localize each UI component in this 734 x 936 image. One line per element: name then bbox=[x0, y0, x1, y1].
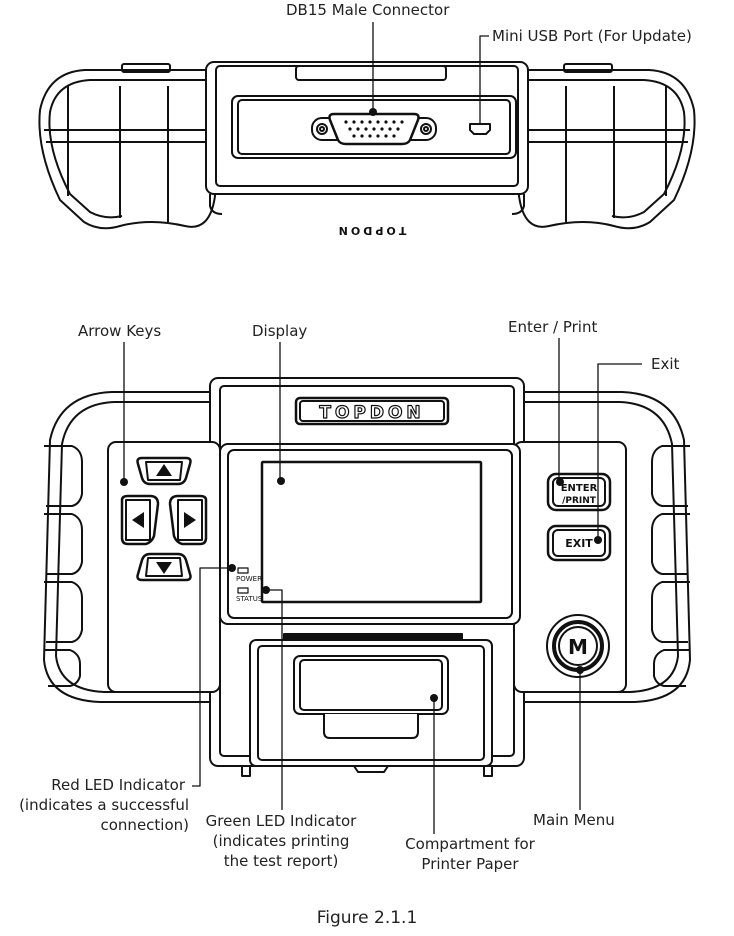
printer-paper-compartment[interactable] bbox=[241, 633, 493, 777]
arrow-keys[interactable] bbox=[120, 456, 208, 582]
arrow-up-icon bbox=[156, 464, 172, 476]
label-green-led-line3: the test report) bbox=[223, 852, 339, 870]
device-top-view: TOPDON bbox=[38, 61, 696, 237]
status-led bbox=[237, 587, 249, 594]
power-led-label: POWER bbox=[236, 575, 262, 583]
arrow-right-icon bbox=[184, 512, 196, 528]
leader-lines bbox=[123, 22, 642, 834]
enter-key-label-line1: ENTER bbox=[561, 483, 598, 494]
arrow-left-icon bbox=[132, 512, 144, 528]
enter-key-label-line2: /PRINT bbox=[562, 496, 597, 506]
label-enter-print: Enter / Print bbox=[508, 318, 598, 336]
label-display: Display bbox=[252, 322, 308, 340]
arrow-left-key[interactable] bbox=[120, 494, 160, 546]
exit-button[interactable]: EXIT bbox=[546, 524, 612, 562]
label-main-menu: Main Menu bbox=[533, 811, 615, 829]
arrow-down-icon bbox=[156, 562, 172, 574]
arrow-right-key[interactable] bbox=[168, 494, 208, 546]
mini-usb-port bbox=[469, 123, 491, 135]
figure-caption: Figure 2.1.1 bbox=[316, 908, 418, 928]
label-db15-connector: DB15 Male Connector bbox=[286, 1, 450, 19]
power-led bbox=[237, 567, 249, 574]
label-green-led-line1: Green LED Indicator bbox=[205, 812, 357, 830]
leader-dots bbox=[120, 108, 602, 702]
arrow-up-key[interactable] bbox=[136, 456, 192, 486]
label-red-led-line1: Red LED Indicator bbox=[51, 776, 185, 794]
main-menu-key-label: M bbox=[568, 635, 588, 659]
exit-key-label: EXIT bbox=[565, 537, 593, 550]
label-red-led-line3: connection) bbox=[100, 816, 190, 834]
status-led-label: STATUS bbox=[236, 595, 263, 603]
label-exit: Exit bbox=[651, 355, 680, 373]
arrow-down-key[interactable] bbox=[136, 552, 192, 582]
label-green-led-line2: (indicates printing bbox=[212, 832, 350, 850]
led-indicators: POWER STATUS bbox=[236, 567, 263, 603]
db15-connector bbox=[311, 112, 437, 146]
brand-logo-top-mirrored: TOPDON bbox=[336, 224, 407, 237]
label-red-led-line2: (indicates a successful bbox=[19, 796, 189, 814]
main-menu-button[interactable]: M bbox=[546, 614, 610, 678]
label-arrow-keys: Arrow Keys bbox=[78, 322, 162, 340]
display-screen bbox=[260, 460, 483, 604]
device-front-view: TOPDON bbox=[43, 377, 691, 777]
brand-logo: TOPDON bbox=[319, 403, 424, 423]
label-mini-usb-port: Mini USB Port (For Update) bbox=[492, 27, 692, 45]
label-compartment-line2: Printer Paper bbox=[421, 855, 519, 873]
label-compartment-line1: Compartment for bbox=[405, 835, 535, 853]
